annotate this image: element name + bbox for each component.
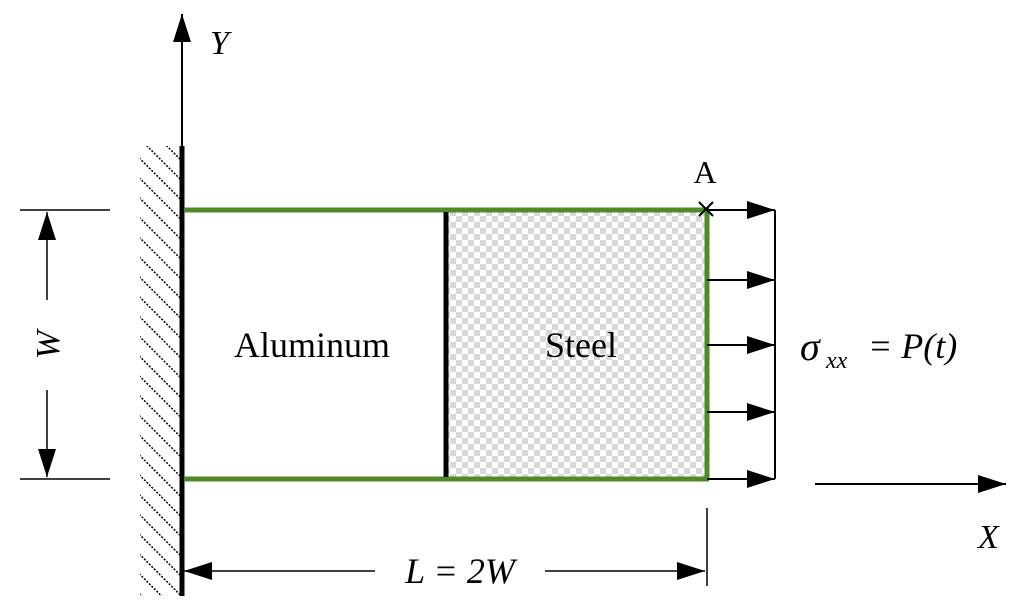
sigma-symbol: σ bbox=[800, 324, 821, 369]
length-dimension: L = 2W bbox=[184, 508, 708, 591]
point-a-label: A bbox=[693, 154, 716, 190]
aluminum-label: Aluminum bbox=[234, 325, 390, 365]
sigma-subscript: xx bbox=[825, 348, 848, 374]
y-axis-label: Y bbox=[210, 25, 232, 62]
fixed-wall-hatch bbox=[140, 146, 182, 596]
length-label: L = 2W bbox=[404, 551, 518, 591]
x-axis-label: X bbox=[976, 519, 1000, 556]
width-dimension: W bbox=[20, 209, 110, 480]
point-a-marker bbox=[698, 201, 714, 217]
traction-arrows bbox=[707, 201, 776, 488]
steel-region bbox=[446, 210, 707, 479]
load-equation: σ xx = P(t) bbox=[800, 324, 957, 374]
load-function: = P(t) bbox=[868, 326, 957, 366]
steel-label: Steel bbox=[545, 325, 617, 365]
width-label: W bbox=[30, 328, 67, 359]
